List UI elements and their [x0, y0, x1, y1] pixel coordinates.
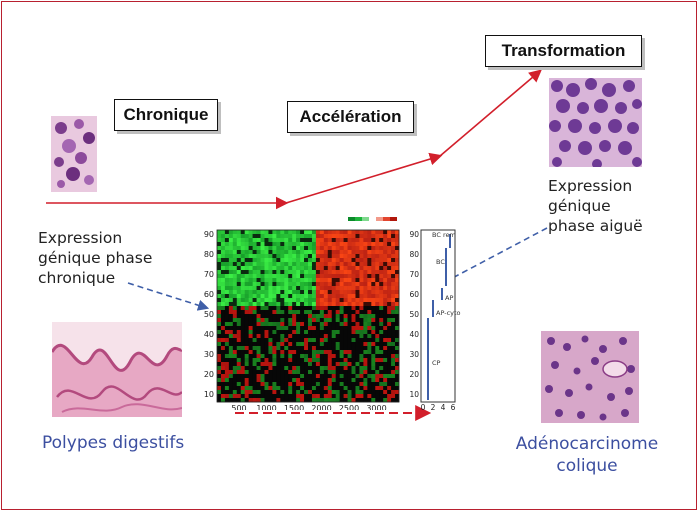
- stage-plot-y-tick: 20: [409, 370, 419, 379]
- phase-box-transformation: Transformation: [485, 35, 642, 67]
- gene-expression-heatmap: 90 80 70 60 50 40 30 20 10 500 1000 1500 2000 2500 30…: [204, 217, 400, 410]
- stage-plot-y-tick: 30: [409, 350, 419, 359]
- heatmap-y-tick: 80: [204, 250, 214, 259]
- chronic-expression-line-1: Expression: [38, 229, 123, 247]
- stage-plot-y-tick: 40: [409, 330, 419, 339]
- stage-label-ap-cyto: AP-cyto: [436, 309, 461, 317]
- heatmap-matrix: [216, 229, 400, 403]
- phase-box-acceleration: Accélération: [287, 101, 414, 133]
- stage-label-ap: AP: [445, 294, 453, 302]
- heatmap-y-tick: 90: [204, 230, 214, 239]
- heatmap-x-tick: 500: [231, 404, 246, 410]
- heatmap-y-tick: 70: [204, 270, 214, 279]
- phase-box-chronic: Chronique: [114, 99, 218, 131]
- transformation-phase-arrow: [439, 69, 542, 157]
- polyp-micrograph: [52, 322, 182, 417]
- chronic-phase-micrograph: [51, 116, 97, 192]
- stage-plot-x-tick: 4: [441, 403, 446, 410]
- acute-expression-line-1: Expression: [548, 177, 633, 195]
- acute-expression-caption: Expression génique phase aiguë: [548, 176, 643, 236]
- heatmap-y-tick: 30: [204, 350, 214, 359]
- stage-plot-y-tick: 10: [409, 390, 419, 399]
- chronic-expression-caption: Expression génique phase chronique: [38, 228, 152, 288]
- stage-plot-frame: [420, 229, 456, 403]
- heatmap-x-tick: 1500: [284, 404, 304, 410]
- stage-plot-y-tick: 60: [409, 290, 419, 299]
- stage-label-bc: BC: [436, 258, 445, 266]
- stage-plot-x-tick: 0: [421, 403, 426, 410]
- stage-plot-x-tick: 6: [451, 403, 456, 410]
- chronic-expression-pointer: [127, 282, 210, 311]
- heatmap-x-tick: 3000: [366, 404, 386, 410]
- heatmap-y-tick: 40: [204, 330, 214, 339]
- stage-plot-y-tick: 70: [409, 270, 419, 279]
- stage-label-cp: CP: [432, 359, 441, 367]
- adenocarcinoma-line-2: colique: [556, 456, 618, 476]
- chronic-expression-line-2: génique phase: [38, 249, 153, 267]
- stage-plot-y-tick: 90: [409, 230, 419, 239]
- stage-plot-y-tick: 80: [409, 250, 419, 259]
- acute-expression-line-3: phase aiguë: [548, 217, 643, 235]
- heatmap-x-tick: 2000: [311, 404, 331, 410]
- adenocarcinoma-micrograph: [541, 331, 639, 423]
- heatmap-x-tick: 2500: [339, 404, 359, 410]
- stage-label-bc-rem: BC rem: [432, 231, 456, 239]
- adenocarcinoma-line-1: Adénocarcinome: [515, 434, 659, 454]
- polyps-caption: Polypes digestifs: [42, 433, 185, 453]
- stage-plot-x-tick: 2: [431, 403, 436, 410]
- stage-plot-y-tick: 50: [409, 310, 419, 319]
- heatmap-y-tick: 50: [204, 310, 214, 319]
- heatmap-y-tick: 20: [204, 370, 214, 379]
- acute-phase-micrograph: [549, 78, 642, 167]
- chronic-expression-line-3: chronique: [38, 269, 116, 287]
- heatmap-x-tick: 1000: [256, 404, 276, 410]
- adenocarcinoma-caption: Adénocarcinome colique: [512, 433, 662, 477]
- acceleration-phase-arrow: [285, 152, 443, 204]
- heatmap-y-tick: 10: [204, 390, 214, 399]
- acute-expression-line-2: génique: [548, 197, 611, 215]
- heatmap-color-scale: [348, 217, 397, 221]
- heatmap-y-tick: 60: [204, 290, 214, 299]
